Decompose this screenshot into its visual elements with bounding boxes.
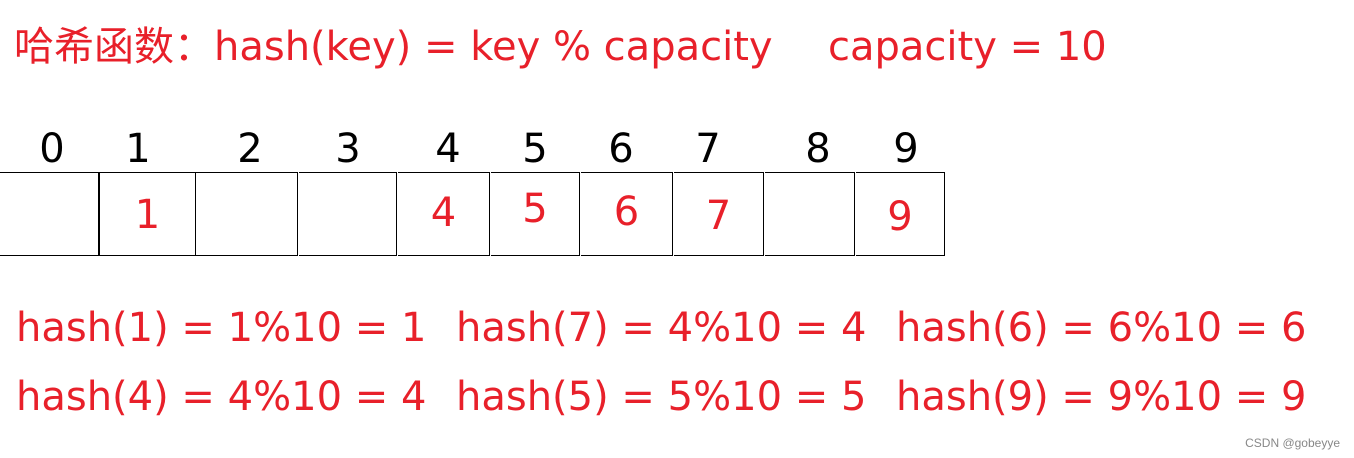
watermark: CSDN @gobeyye	[1245, 436, 1340, 450]
array-cell-0	[0, 172, 99, 256]
index-label-8: 8	[805, 126, 831, 172]
array-cell-6: 6	[581, 172, 673, 256]
array-cell-9: 9	[856, 172, 945, 256]
index-label-6: 6	[608, 126, 634, 172]
array-cell-7: 7	[674, 172, 764, 256]
array-cell-8	[765, 172, 855, 256]
hash-equation: hash(4) = 4%10 = 4	[16, 374, 427, 420]
capacity-label: capacity = 10	[828, 24, 1107, 70]
index-label-1: 1	[125, 126, 151, 172]
hash-table-array: 1 4 5 6 7 9	[0, 172, 946, 256]
array-cell-4: 4	[398, 172, 490, 256]
array-cell-3	[299, 172, 397, 256]
array-cell-value: 5	[522, 186, 548, 232]
index-label-3: 3	[335, 126, 361, 172]
array-cell-value: 1	[134, 192, 161, 238]
hash-equation: hash(6) = 6%10 = 6	[896, 305, 1307, 351]
index-label-7: 7	[695, 126, 721, 172]
array-cell-value: 7	[705, 193, 732, 239]
hash-function-formula: 哈希函数：hash(key) = key % capacity	[14, 24, 773, 70]
array-cell-1: 1	[99, 172, 196, 256]
hash-equation: hash(7) = 4%10 = 4	[456, 305, 867, 351]
hash-function-title: 哈希函数：hash(key) = key % capacity capacity…	[14, 22, 1107, 72]
index-label-5: 5	[522, 126, 548, 172]
hash-equation: hash(5) = 5%10 = 5	[456, 374, 867, 420]
index-label-9: 9	[893, 126, 919, 172]
index-label-4: 4	[435, 126, 461, 172]
array-cell-value: 9	[887, 194, 913, 240]
array-cell-value: 4	[430, 190, 457, 236]
index-label-2: 2	[237, 126, 263, 172]
hash-equation: hash(9) = 9%10 = 9	[896, 374, 1307, 420]
array-cell-2	[196, 172, 298, 256]
array-cell-5: 5	[491, 172, 580, 256]
array-cell-value: 6	[613, 189, 640, 235]
index-label-0: 0	[39, 126, 65, 172]
hash-equation: hash(1) = 1%10 = 1	[16, 305, 427, 351]
